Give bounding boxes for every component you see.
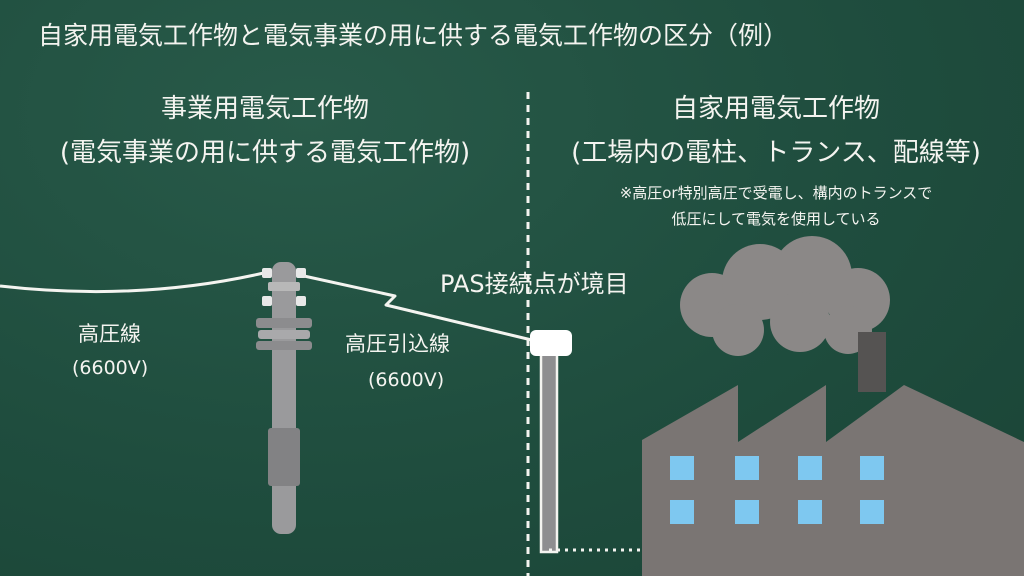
line-label-right-name: 高圧引込線 [345,332,450,356]
smoke-cloud [680,236,890,356]
factory-building [642,236,1024,576]
pas-switch [530,330,572,356]
boundary-label: PAS接続点が境目 [440,270,629,298]
right-heading-line1: 自家用電気工作物 [671,94,880,124]
line-label-left-name: 高圧線 [78,322,141,346]
page-title: 自家用電気工作物と電気事業の用に供する電気工作物の区分（例） [38,21,789,50]
right-heading-line2: (工場内の電柱、トランス、配線等) [571,138,981,168]
left-heading-line1: 事業用電気工作物 [160,94,369,124]
service-drop-wire [303,274,541,344]
line-label-right-voltage: (6600V) [368,369,445,391]
pas-pole [530,330,572,554]
left-heading-line2: (電気事業の用に供する電気工作物) [59,138,471,168]
right-note-line2: 低圧にして電気を使用している [671,210,881,228]
high-voltage-wire [0,270,269,294]
chimney [858,332,886,392]
utility-pole [256,262,312,534]
factory-windows [670,456,884,524]
line-label-left-voltage: (6600V) [72,357,149,379]
right-note-line1: ※高圧or特別高圧で受電し、構内のトランスで [619,184,933,202]
